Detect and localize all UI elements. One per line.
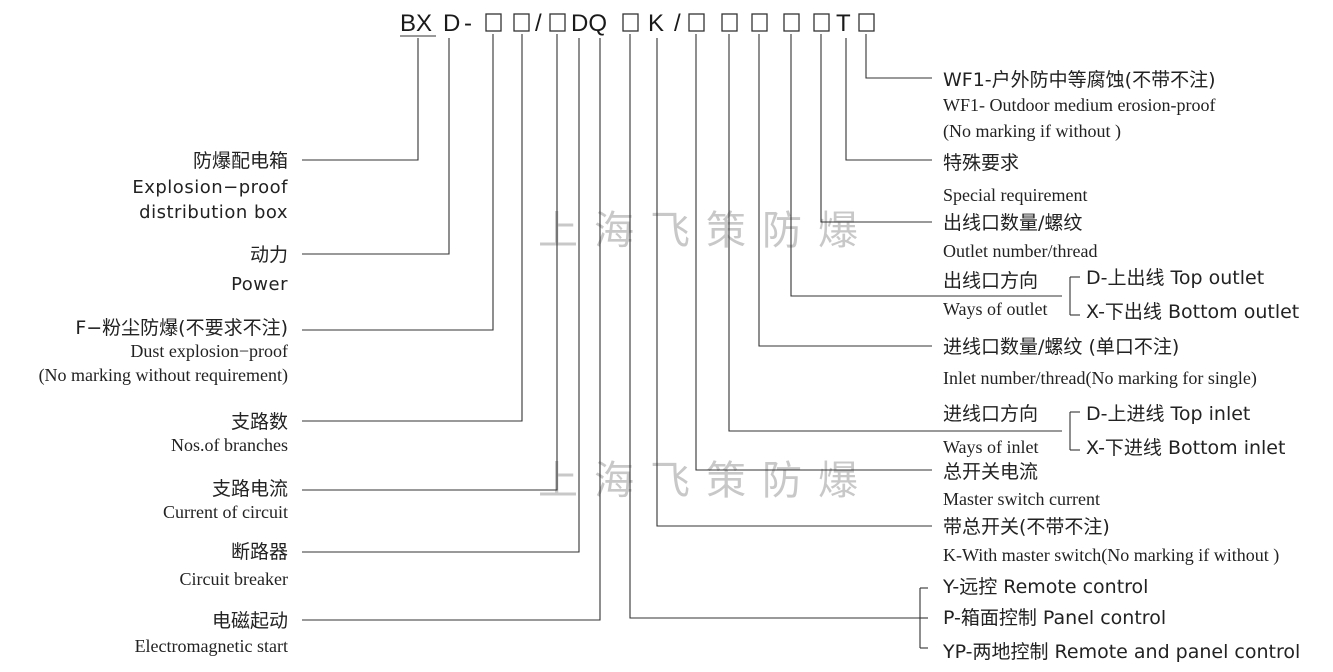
code-d: D	[443, 10, 460, 37]
label-dust-cn: F−粉尘防爆(不要求不注)	[75, 317, 288, 339]
label-box-en2: distribution box	[139, 202, 288, 223]
label-innum-en: Inlet number/thread(No marking for singl…	[943, 368, 1257, 389]
label-current-cn: 支路电流	[212, 478, 288, 500]
label-kswitch-en: K-With master switch(No marking if witho…	[943, 545, 1279, 566]
label-outnum-cn: 出线口数量/螺纹	[943, 212, 1082, 234]
leader-branches	[302, 34, 523, 422]
code-slot-control	[622, 13, 639, 32]
label-ctrl-p: P-箱面控制 Panel control	[943, 607, 1166, 629]
label-ctrl-yp: YP-两地控制 Remote and panel control	[942, 641, 1300, 663]
code-dash: -	[464, 10, 472, 37]
leader-k-switch	[656, 38, 932, 527]
label-box-en1: Explosion−proof	[132, 177, 288, 198]
label-wf-en2: (No marking if without )	[943, 121, 1121, 142]
leader-master-current	[695, 34, 932, 471]
leader-current	[302, 34, 558, 491]
label-em-en: Electromagnetic start	[135, 636, 288, 656]
code-slash-1: /	[535, 10, 542, 37]
label-breaker-cn: 断路器	[231, 541, 288, 563]
label-indir-en: Ways of inlet	[943, 437, 1039, 457]
leader-inlet-num	[758, 34, 932, 347]
label-outnum-en: Outlet number/thread	[943, 241, 1097, 261]
label-special-en: Special requirement	[943, 185, 1087, 205]
leader-outlet-dir	[790, 34, 1062, 297]
code-slot-current	[549, 13, 566, 32]
code-slot-inlet-num	[751, 13, 768, 32]
label-indir-x: X-下进线 Bottom inlet	[1086, 437, 1285, 459]
label-box-cn: 防爆配电箱	[193, 150, 288, 172]
label-power-cn: 动力	[250, 244, 288, 266]
label-em-cn: 电磁起动	[212, 610, 288, 632]
code-slot-master-current	[688, 13, 705, 32]
leader-dust	[302, 34, 494, 331]
leader-box	[302, 38, 419, 161]
code-slot-wf	[858, 13, 875, 32]
label-outdir-x: X-下出线 Bottom outlet	[1086, 301, 1299, 323]
leader-inlet-dir	[728, 34, 1062, 432]
watermark-bottom: 上海飞策防爆	[538, 458, 874, 504]
code-bx: BX	[400, 10, 432, 37]
label-special-cn: 特殊要求	[943, 152, 1019, 174]
label-power-en: Power	[231, 274, 288, 295]
label-dust-en2: (No marking without requirement)	[39, 365, 288, 386]
leader-em-start	[302, 38, 601, 621]
label-branches-en: Nos.of branches	[171, 435, 288, 455]
label-outdir-d: D-上出线 Top outlet	[1086, 267, 1264, 289]
label-indir-d: D-上进线 Top inlet	[1086, 403, 1250, 425]
label-wf-en1: WF1- Outdoor medium erosion-proof	[943, 95, 1215, 115]
code-slot-branches	[513, 13, 530, 32]
label-breaker-en: Circuit breaker	[180, 569, 288, 589]
code-slot-dust	[485, 13, 502, 32]
label-wf-cn: WF1-户外防中等腐蚀(不带不注)	[943, 69, 1216, 91]
label-outdir-cn: 出线口方向	[943, 270, 1038, 292]
label-master-cn: 总开关电流	[943, 461, 1038, 483]
code-t: T	[836, 10, 851, 37]
label-outdir-en: Ways of outlet	[943, 299, 1048, 319]
leader-breaker	[302, 38, 580, 553]
leader-outlet-num	[820, 34, 932, 223]
label-innum-cn: 进线口数量/螺纹 (单口不注)	[943, 336, 1179, 358]
label-master-en: Master switch current	[943, 489, 1100, 509]
leader-control	[629, 34, 920, 619]
code-slot-inlet-dir	[721, 13, 738, 32]
label-kswitch-cn: 带总开关(不带不注)	[943, 516, 1110, 538]
watermark-top: 上海飞策防爆	[538, 208, 874, 254]
label-ctrl-y: Y-远控 Remote control	[942, 576, 1148, 598]
leader-wf	[865, 34, 932, 79]
label-branches-cn: 支路数	[231, 411, 288, 433]
leader-special	[845, 38, 932, 161]
code-k: K	[648, 10, 664, 37]
code-slash-2: /	[674, 10, 681, 37]
leader-power	[302, 38, 450, 255]
code-dq: DQ	[571, 10, 607, 37]
label-indir-cn: 进线口方向	[943, 403, 1038, 425]
code-slot-outlet-num	[813, 13, 830, 32]
label-current-en: Current of circuit	[163, 502, 288, 522]
code-slot-outlet-dir	[783, 13, 800, 32]
label-dust-en1: Dust explosion−proof	[130, 341, 288, 361]
